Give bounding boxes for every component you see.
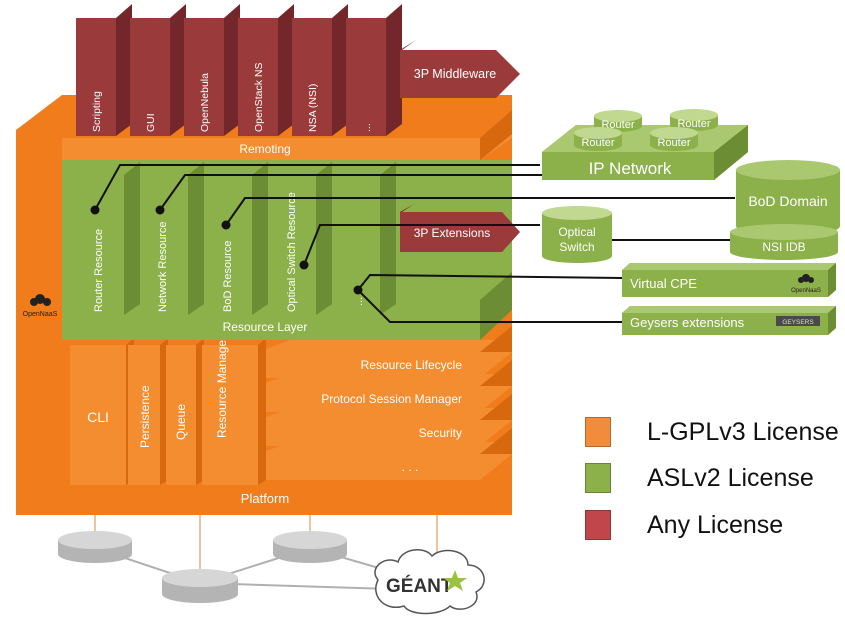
platform-module-label: Resource Manager: [215, 336, 229, 438]
resource-label: Optical Switch Resource: [286, 192, 298, 312]
geant-label: GÉANT: [386, 575, 453, 597]
svg-text:OpenNaaS: OpenNaaS: [791, 288, 821, 294]
legend-label: Any License: [647, 510, 784, 539]
geysers-label: Geysers extensions: [630, 315, 745, 330]
ip-router: Router: [670, 109, 718, 131]
middleware-label: OpenStack NS: [253, 63, 265, 132]
bod-domain: BoD Domain NSI IDB: [730, 160, 840, 260]
platform-module-label: CLI: [87, 409, 109, 425]
legend-item: Any License: [585, 505, 783, 545]
legend-item: L-GPLv3 License: [585, 412, 839, 452]
ip-router: Router: [650, 127, 698, 151]
remoting-label: Remoting: [239, 142, 290, 156]
connector-dots: [90, 205, 363, 295]
middleware-modules: Scripting GUI OpenNebula OpenStack NS NS…: [76, 4, 402, 136]
virtual-cpe: Virtual CPE OpenNaaS: [622, 263, 836, 297]
geant-cloud: GÉANT: [374, 549, 485, 615]
platform-label: Platform: [241, 491, 289, 506]
platform-modules: CLI Persistence Queue Resource Manager: [70, 336, 266, 485]
legend-swatch-aslv2: [585, 463, 611, 493]
ip-network: Router Router Router Router IP Network: [542, 109, 748, 180]
svg-text:Router: Router: [677, 118, 710, 130]
legend-swatch-any: [585, 510, 611, 540]
resource-layer-label: Resource Layer: [223, 320, 308, 334]
svg-text:Router: Router: [581, 137, 614, 149]
extensions-arrow-label: 3P Extensions: [414, 226, 491, 240]
middleware-arrow-label: 3P Middleware: [414, 67, 497, 81]
nsi-idb-label: NSI IDB: [762, 240, 805, 254]
opennaas-logo: OpenNaaS: [791, 274, 821, 294]
geysers-extensions: Geysers extensions GEYSERS: [622, 306, 836, 335]
stack-label: Security: [419, 426, 462, 440]
geysers-logo: [776, 316, 820, 326]
network-node: [273, 531, 347, 563]
stack-label: . . .: [402, 460, 419, 474]
svg-text:Router: Router: [657, 137, 690, 149]
optical-switch-label: Switch: [559, 240, 594, 254]
middleware-arrow: 3P Middleware: [400, 40, 520, 98]
virtual-cpe-label: Virtual CPE: [630, 276, 697, 291]
bod-domain-label: BoD Domain: [748, 193, 827, 209]
middleware-label: ...: [361, 123, 373, 132]
connector-lines: [94, 164, 735, 323]
resource-label: ...: [353, 297, 365, 306]
resource-label: Network Resource: [157, 222, 169, 312]
legend-swatch-lgpl: [585, 417, 611, 447]
ip-router: Router: [574, 127, 622, 151]
stack-label: Resource Lifecycle: [361, 358, 463, 372]
legend-item: ASLv2 License: [585, 458, 814, 498]
optical-switch: Optical Switch: [542, 206, 612, 263]
resource-label: BoD Resource: [222, 240, 234, 312]
middleware-label: Scripting: [91, 91, 103, 132]
extensions-arrow: 3P Extensions: [400, 204, 520, 252]
legend-label: L-GPLv3 License: [647, 417, 839, 446]
opennaas-logo: OpenNaaS: [23, 294, 58, 318]
resource-modules: Router Resource Network Resource BoD Res…: [76, 162, 396, 315]
svg-text:OpenNaaS: OpenNaaS: [23, 311, 58, 318]
legend-label: ASLv2 License: [647, 463, 814, 492]
platform-module-label: Queue: [174, 404, 188, 440]
optical-switch-label: Optical: [558, 225, 595, 239]
network-node: [162, 569, 238, 603]
network-node: [58, 531, 132, 563]
platform-stack: Resource Lifecycle Protocol Session Mana…: [258, 326, 512, 480]
ip-network-label: IP Network: [589, 159, 672, 178]
stack-label: Protocol Session Manager: [321, 392, 462, 406]
resource-label: Router Resource: [93, 229, 105, 312]
middleware-label: NSA (NSI): [307, 84, 319, 132]
svg-text:GEYSERS: GEYSERS: [782, 319, 814, 326]
middleware-label: GUI: [145, 113, 157, 132]
middleware-label: OpenNebula: [199, 73, 211, 132]
platform-module-label: Persistence: [138, 385, 152, 448]
